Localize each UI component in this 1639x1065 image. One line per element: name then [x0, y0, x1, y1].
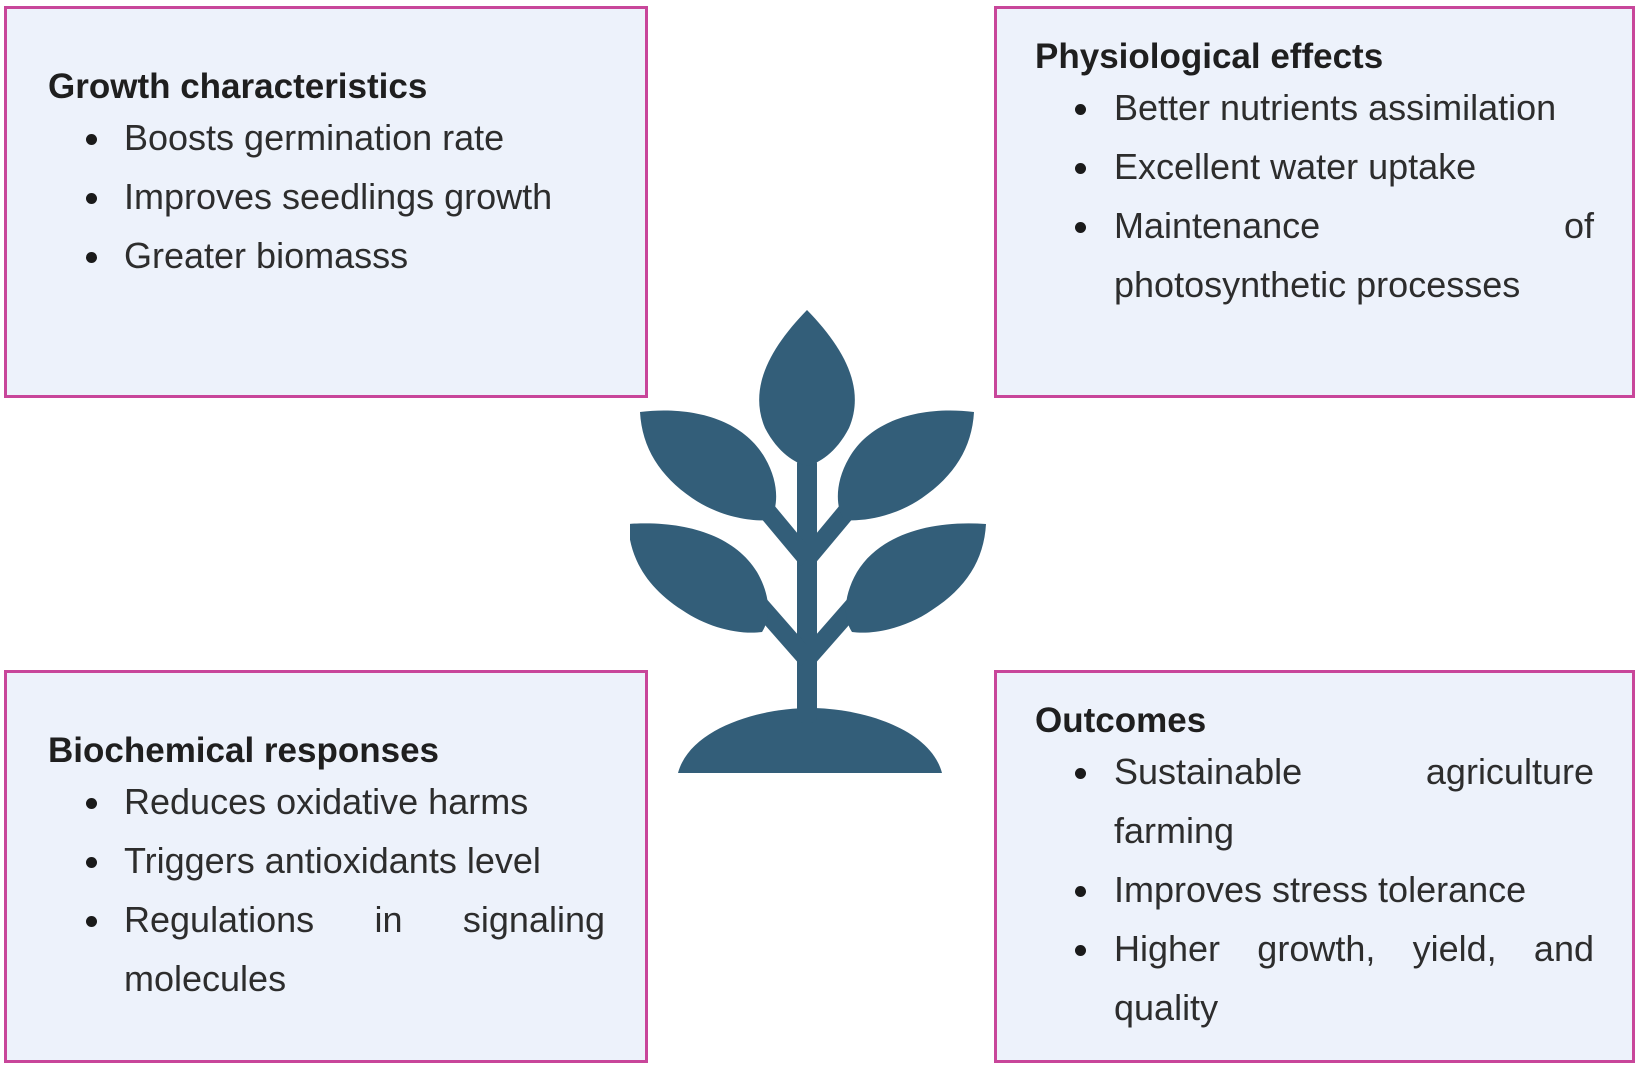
bullet-icon: [1075, 886, 1086, 897]
list-item: Reduces oxidative harms: [7, 772, 605, 831]
list-item-text: Triggers antioxidants level: [124, 840, 541, 881]
outcomes-title: Outcomes: [1035, 701, 1207, 740]
upper-left-leaf: [640, 410, 777, 521]
list-item: Excellent water uptake: [997, 137, 1594, 196]
bullet-icon: [1075, 163, 1086, 174]
bullet-icon: [1075, 104, 1086, 115]
physiological-effects-title: Physiological effects: [1035, 37, 1384, 76]
bullet-icon: [86, 193, 97, 204]
lower-left-leaf: [630, 523, 769, 633]
plant-stem: [797, 458, 817, 723]
growth-characteristics-title: Growth characteristics: [48, 67, 428, 106]
upper-right-leaf: [837, 410, 974, 521]
list-item-text: Higher growth, yield, and quality: [1114, 928, 1594, 1028]
biochemical-responses-box: Biochemical responses Reduces oxidative …: [4, 670, 648, 1063]
physiological-effects-list: Better nutrients assimilation Excellent …: [997, 78, 1632, 314]
list-item: Sustainable agriculture farming: [997, 742, 1594, 860]
list-item: Boosts germination rate: [7, 108, 605, 167]
plant-icon: [630, 310, 986, 773]
bullet-icon: [1075, 945, 1086, 956]
growth-characteristics-list: Boosts germination rate Improves seedlin…: [7, 108, 645, 285]
bullet-icon: [1075, 768, 1086, 779]
list-item-text: Excellent water uptake: [1114, 146, 1477, 187]
top-leaf: [759, 310, 855, 466]
list-item: Better nutrients assimilation: [997, 78, 1594, 137]
biochemical-responses-title: Biochemical responses: [48, 731, 439, 770]
bullet-icon: [86, 857, 97, 868]
list-item: Maintenance of photosynthetic processes: [997, 196, 1594, 314]
list-item: Regulations in signaling molecules: [7, 890, 605, 1008]
ground-mound: [678, 708, 942, 773]
bullet-icon: [86, 252, 97, 263]
biochemical-responses-list: Reduces oxidative harms Triggers antioxi…: [7, 772, 645, 1008]
list-item: Improves seedlings growth: [7, 167, 605, 226]
list-item-text: Improves stress tolerance: [1114, 869, 1527, 910]
list-item: Higher growth, yield, and quality: [997, 919, 1594, 1037]
list-item: Greater biomasss: [7, 226, 605, 285]
physiological-effects-box: Physiological effects Better nutrients a…: [994, 6, 1635, 398]
list-item-text: Improves seedlings growth: [124, 176, 553, 217]
bullet-icon: [1075, 222, 1086, 233]
outcomes-list: Sustainable agriculture farming Improves…: [997, 742, 1632, 1037]
list-item-text: Regulations in signaling molecules: [124, 899, 605, 999]
lower-right-leaf: [845, 523, 986, 633]
list-item: Improves stress tolerance: [997, 860, 1594, 919]
bullet-icon: [86, 798, 97, 809]
bullet-icon: [86, 916, 97, 927]
list-item: Triggers antioxidants level: [7, 831, 605, 890]
list-item-text: Greater biomasss: [124, 235, 409, 276]
list-item-text: Sustainable agriculture farming: [1114, 751, 1594, 851]
list-item-text: Maintenance of photosynthetic processes: [1114, 205, 1594, 305]
outcomes-box: Outcomes Sustainable agriculture farming…: [994, 670, 1635, 1063]
list-item-text: Reduces oxidative harms: [124, 781, 529, 822]
list-item-text: Better nutrients assimilation: [1114, 87, 1557, 128]
list-item-text: Boosts germination rate: [124, 117, 505, 158]
bullet-icon: [86, 134, 97, 145]
growth-characteristics-box: Growth characteristics Boosts germinatio…: [4, 6, 648, 398]
